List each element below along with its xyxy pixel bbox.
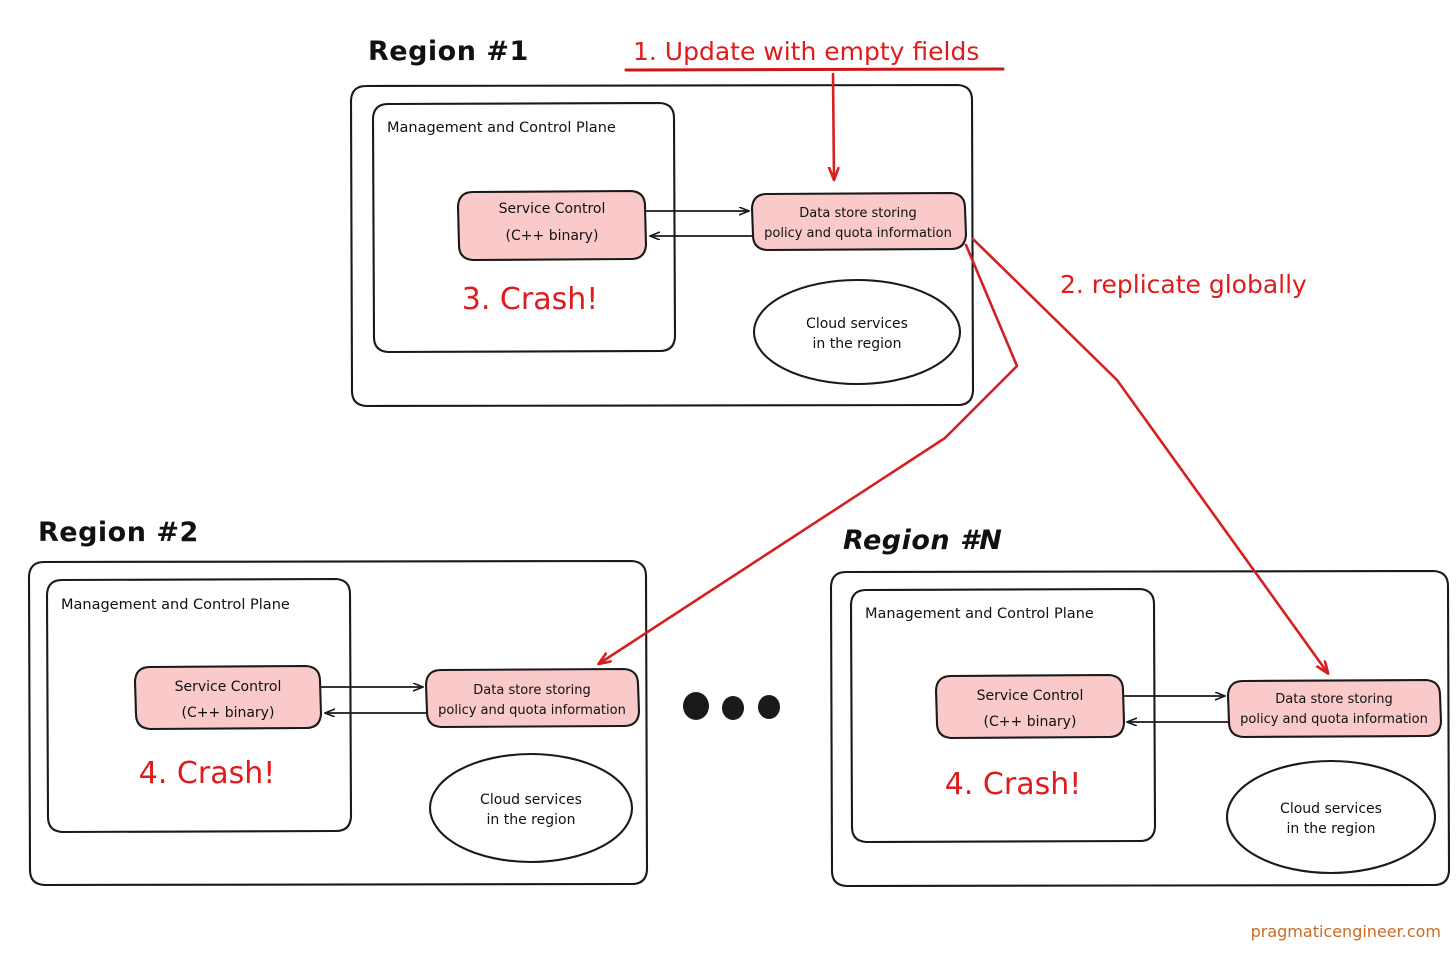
- region-n-data-store-box: [1226, 678, 1443, 739]
- region-n-cloud-services-ellipse: [1225, 759, 1437, 875]
- region-2-title: Region #2: [38, 517, 199, 548]
- region-1-data-store-box: [750, 191, 968, 252]
- annotation-step1-label: 1. Update with empty fields: [633, 37, 979, 66]
- region-1-cloud-services-ellipse: [752, 278, 962, 386]
- region-1-service-control-line1: Service Control: [499, 201, 606, 217]
- region-1-service-control-box: [456, 189, 648, 262]
- region-2-cloud-services-line1: Cloud services: [480, 792, 582, 808]
- annotation-step1-arrow: [833, 72, 834, 178]
- annotation-step2-group: 2. replicate globally: [600, 237, 1327, 672]
- region-n-crash-label: 4. Crash!: [945, 767, 1082, 802]
- watermark-label: pragmaticengineer.com: [1251, 922, 1441, 941]
- region-n-cloud-services-line1: Cloud services: [1280, 801, 1382, 817]
- region-1-title: Region #1: [368, 36, 529, 67]
- region-2-service-control-line2: (C++ binary): [182, 705, 275, 721]
- region-n-cloud-services-line2: in the region: [1287, 821, 1376, 837]
- region-n-group: Region #N Management and Control Plane S…: [829, 525, 1451, 888]
- region-n-title: Region #N: [843, 525, 1002, 556]
- region-1-data-store-line1: Data store storing: [799, 206, 916, 221]
- region-1-plane-label: Management and Control Plane: [387, 120, 616, 136]
- region-n-service-control-line1: Service Control: [977, 688, 1084, 704]
- region-1-cloud-services-line1: Cloud services: [806, 316, 908, 332]
- region-n-service-control-line2: (C++ binary): [984, 714, 1077, 730]
- region-2-data-store-box: [424, 667, 641, 729]
- region-1-crash-label: 3. Crash!: [462, 282, 599, 317]
- region-1-group: Region #1 Management and Control Plane S…: [349, 36, 975, 408]
- region-2-plane-label: Management and Control Plane: [61, 597, 290, 613]
- region-n-service-control-box: [934, 673, 1126, 740]
- replicate-arrow-to-region-2: [600, 243, 1019, 663]
- region-2-crash-label: 4. Crash!: [139, 756, 276, 791]
- region-n-plane-label: Management and Control Plane: [865, 606, 1094, 622]
- region-2-cloud-services-line2: in the region: [487, 812, 576, 828]
- region-2-service-control-box: [133, 664, 323, 731]
- region-1-service-control-line2: (C++ binary): [506, 228, 599, 244]
- annotation-step1-group: 1. Update with empty fields: [624, 37, 1005, 178]
- region-2-group: Region #2 Management and Control Plane S…: [27, 517, 649, 887]
- region-1-cloud-services-line2: in the region: [813, 336, 902, 352]
- annotation-step2-label: 2. replicate globally: [1060, 270, 1307, 299]
- region-ellipsis-dots: [683, 692, 780, 720]
- region-2-data-store-line2: policy and quota information: [438, 703, 626, 718]
- region-1-data-store-line2: policy and quota information: [764, 226, 952, 241]
- replicate-arrow-to-region-n: [971, 237, 1327, 672]
- region-2-cloud-services-ellipse: [428, 752, 634, 864]
- region-2-data-store-line1: Data store storing: [473, 683, 590, 698]
- annotation-step1-underline: [624, 67, 1005, 72]
- region-2-service-control-line1: Service Control: [175, 679, 282, 695]
- region-n-data-store-line1: Data store storing: [1275, 692, 1392, 707]
- region-n-data-store-line2: policy and quota information: [1240, 712, 1428, 727]
